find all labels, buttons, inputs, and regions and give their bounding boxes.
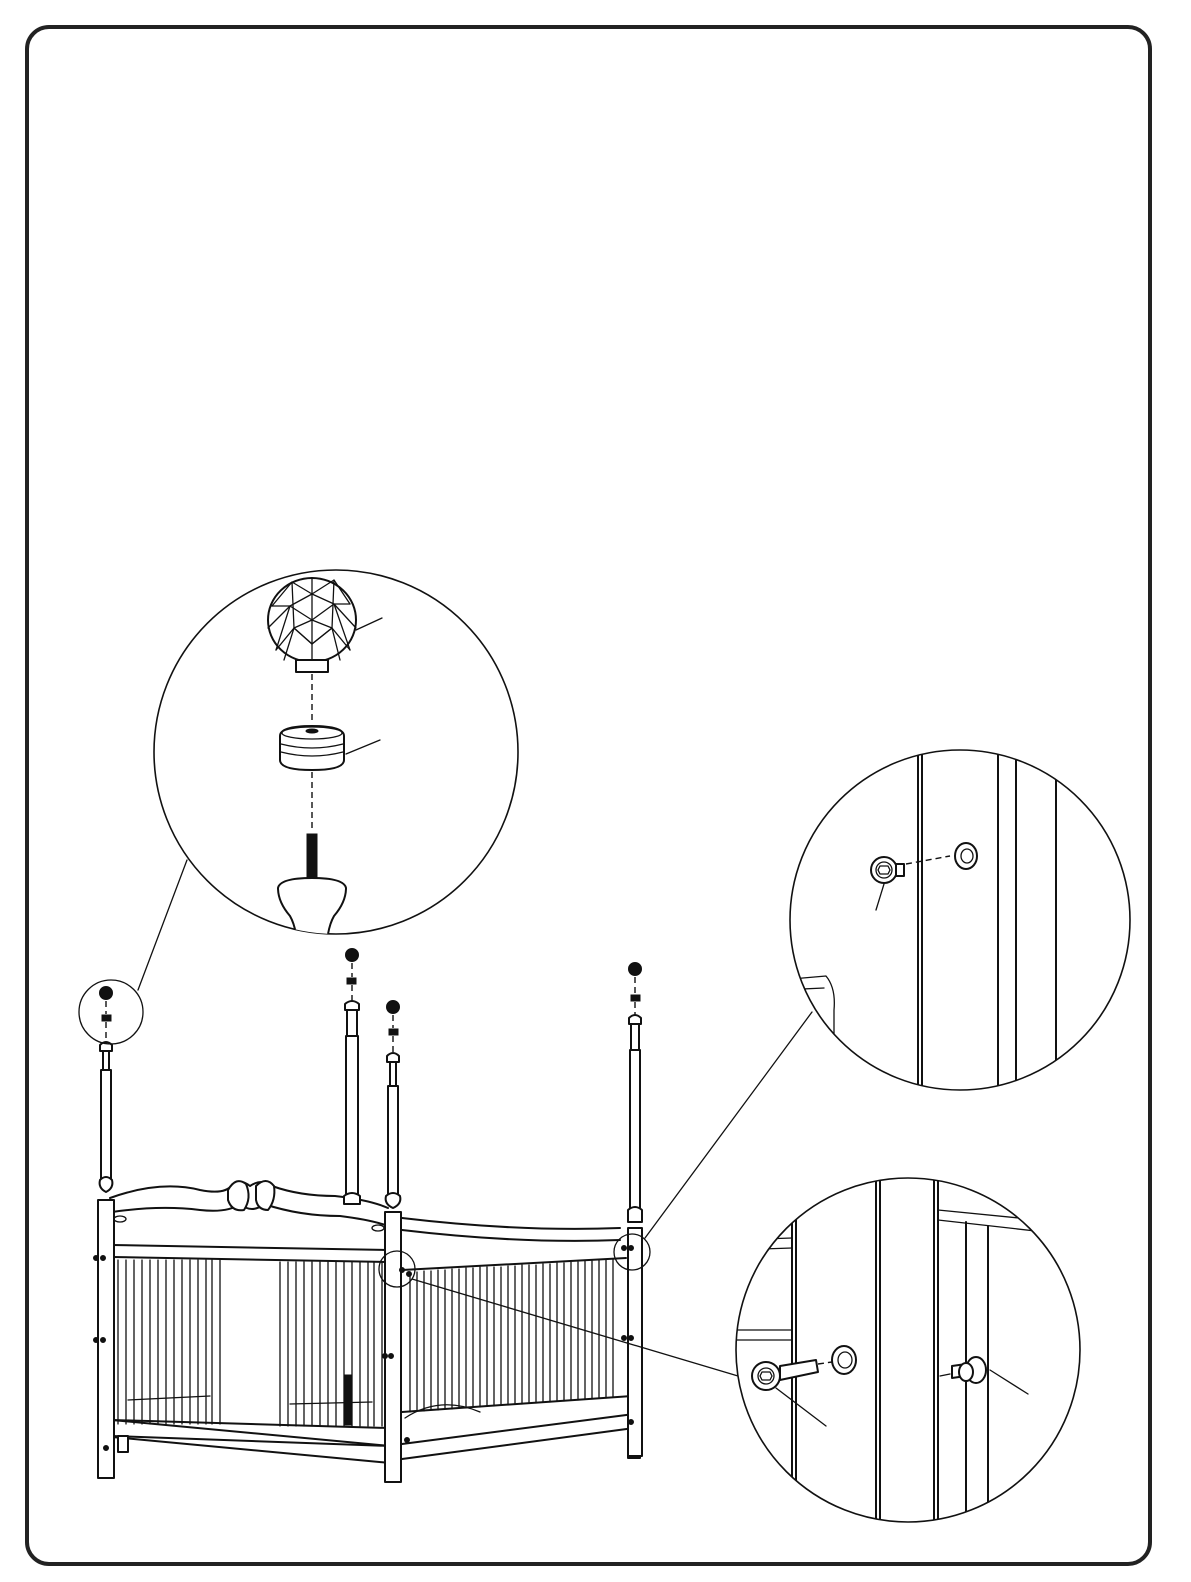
crib xyxy=(79,949,650,1483)
post-front-right xyxy=(383,1053,412,1482)
finial-set-back-right xyxy=(629,963,642,1017)
finial-detail xyxy=(154,570,518,960)
barrel-nut-icon-lower xyxy=(832,1346,856,1374)
bottom-rails xyxy=(112,1405,640,1463)
post-back-left xyxy=(344,1001,360,1204)
threaded-dowel-icon xyxy=(307,834,317,882)
finial-set-front-right xyxy=(387,1001,400,1055)
finial-set-front-left xyxy=(100,987,113,1043)
side-slats xyxy=(410,1259,613,1412)
side-panel xyxy=(402,1218,632,1412)
leader-lines xyxy=(138,860,812,1376)
barrel-nut-icon xyxy=(955,843,977,869)
finial-set-back-left xyxy=(346,949,359,1003)
front-slats xyxy=(118,1260,382,1426)
bolt-detail-upper xyxy=(780,740,1130,1100)
bolt-detail-lower xyxy=(730,1170,1080,1530)
spacer-washer-icon xyxy=(280,726,344,770)
front-end-panel xyxy=(110,1181,388,1428)
post-front-left xyxy=(94,1042,115,1478)
